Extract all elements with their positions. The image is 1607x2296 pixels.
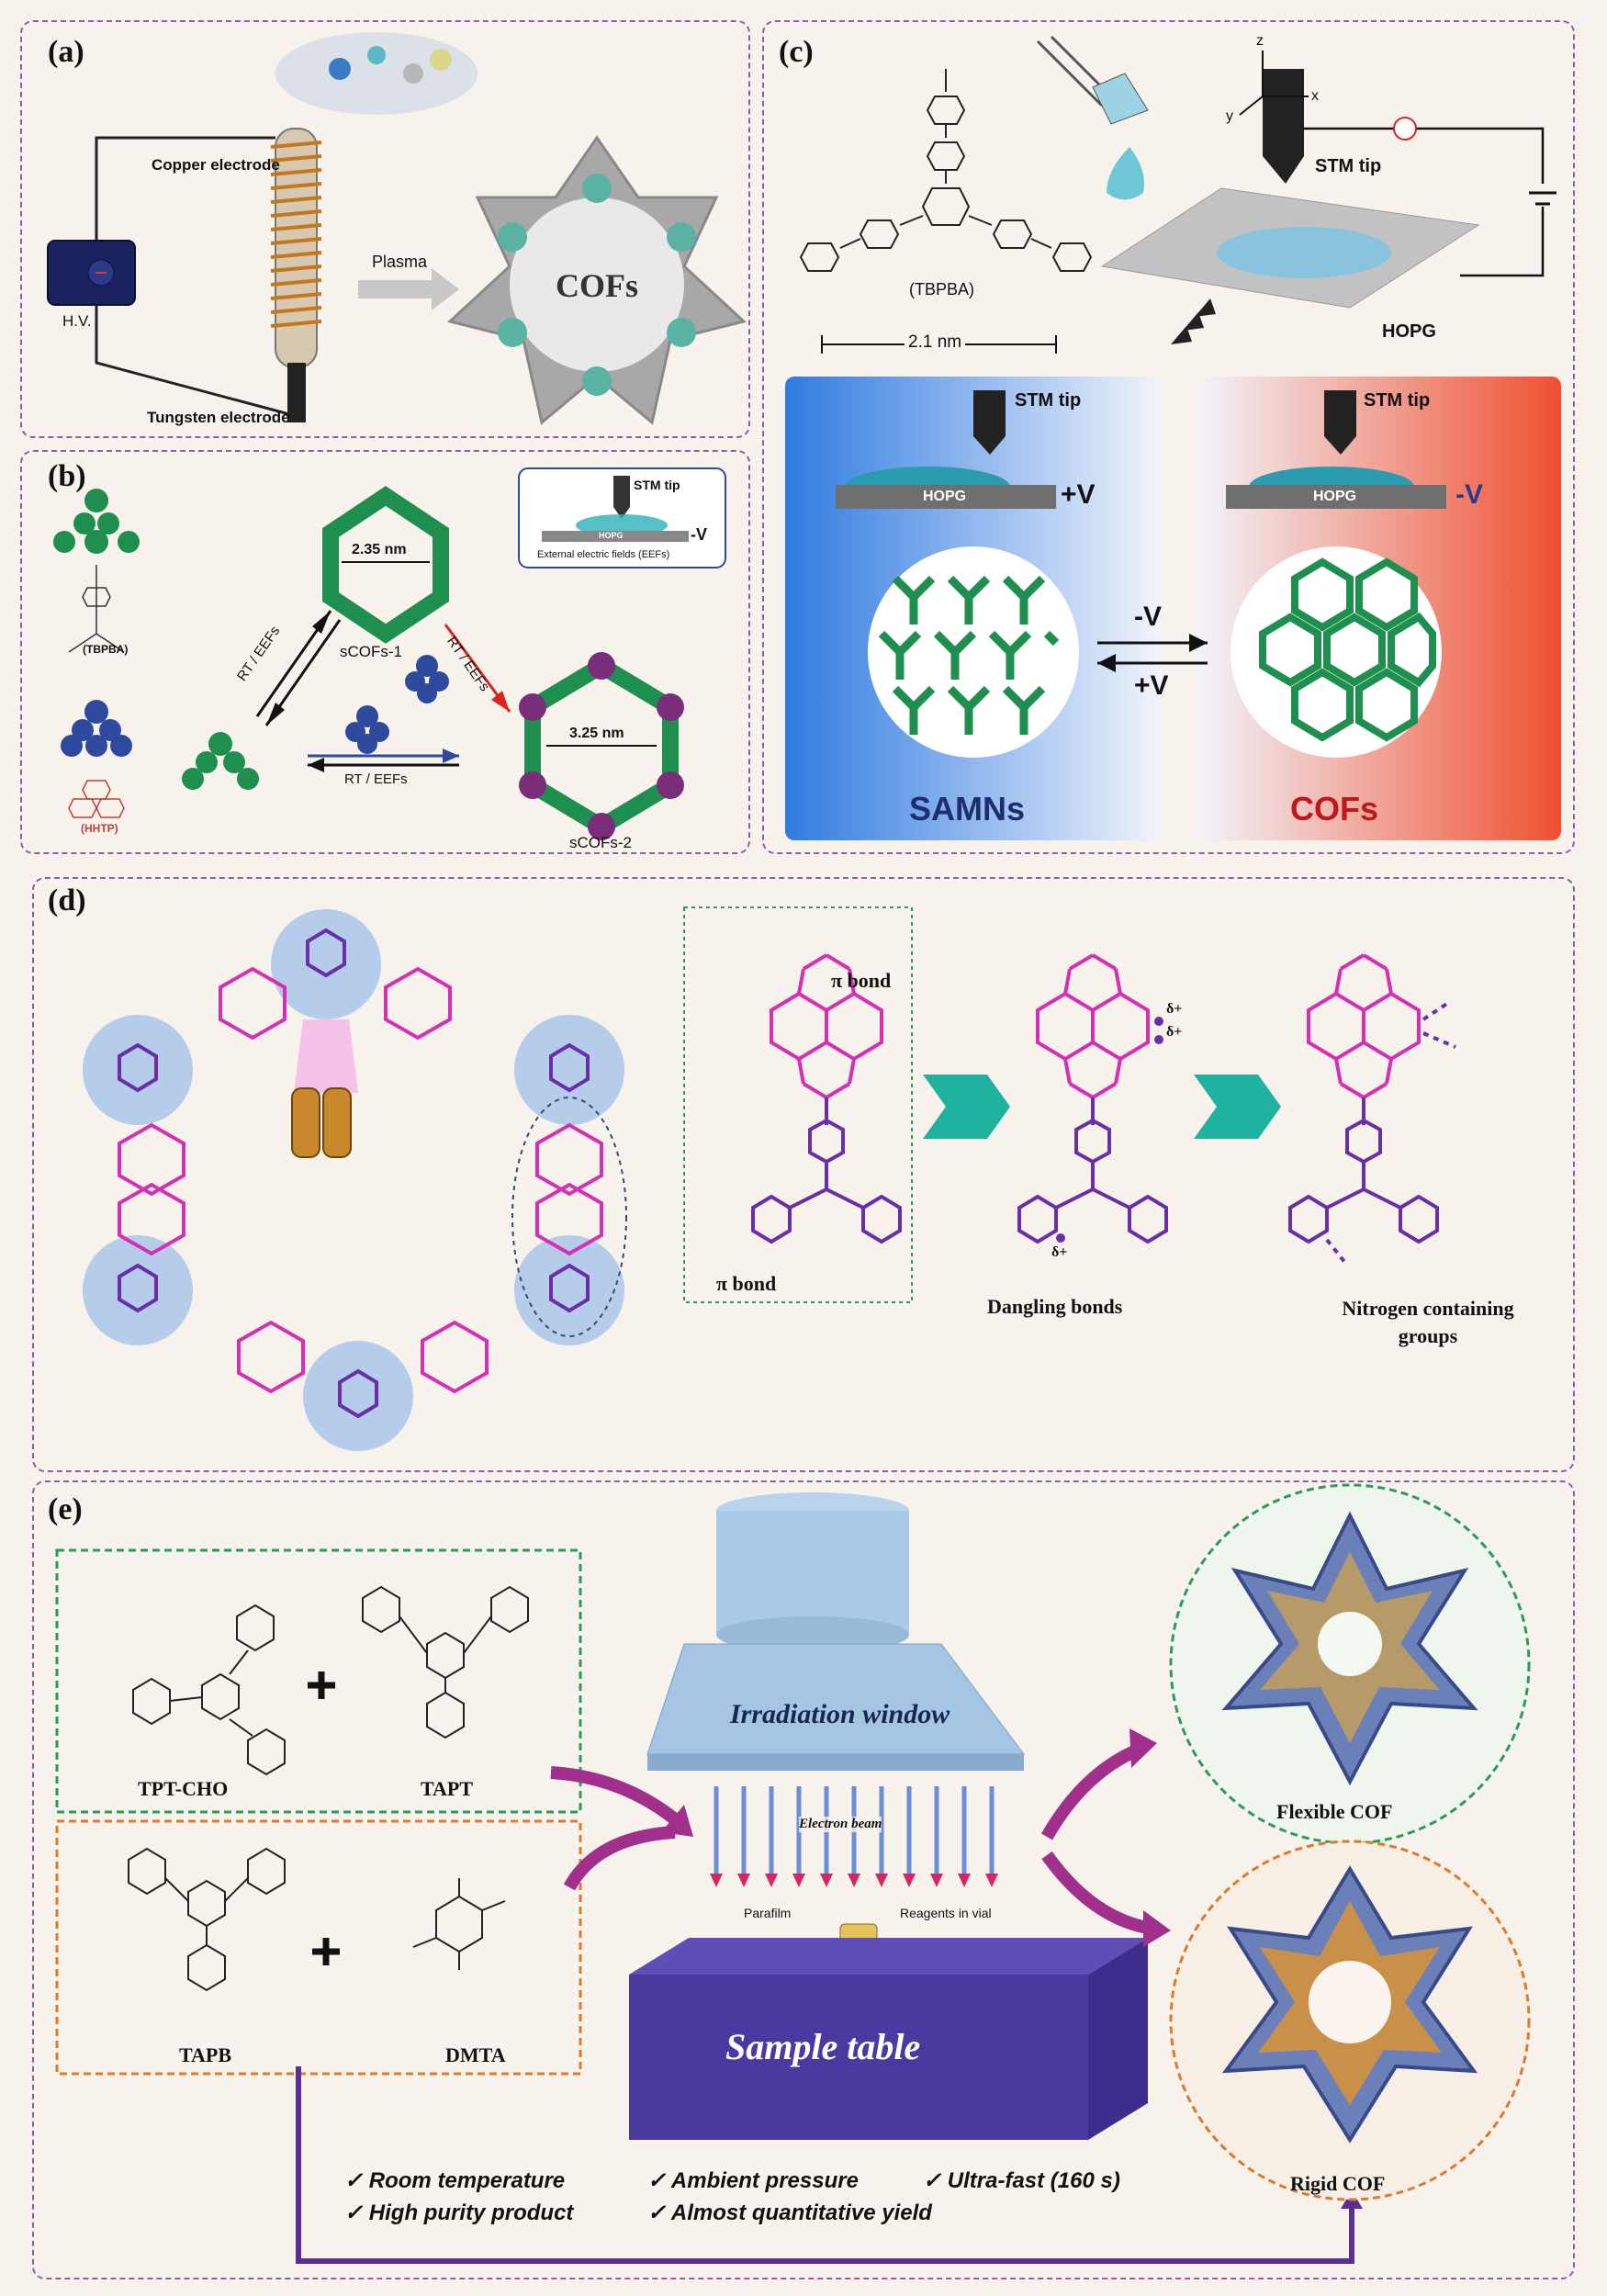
c-axis-z: z [1256, 33, 1264, 49]
c-hopg-left: HOPG [923, 489, 967, 504]
panel-e [32, 1480, 1575, 2279]
feature-item: ✓ Ultra-fast (160 s) [923, 2168, 1120, 2193]
c-eq-plus-v: +V [1134, 670, 1169, 701]
check-icon: ✓ [647, 2168, 671, 2193]
panel-d-label: (d) [48, 884, 86, 917]
rigid-cof-label: Rigid COF [1290, 2172, 1386, 2195]
c-stm-tip-left: STM tip [1015, 390, 1082, 411]
c-stm-tip-top: STM tip [1315, 156, 1382, 176]
c-axis-x: x [1311, 88, 1319, 104]
c-cofs-label: COFs [1290, 790, 1379, 827]
sample-table-label: Sample table [725, 2026, 921, 2067]
flexible-cof-label: Flexible COF [1276, 1800, 1393, 1823]
check-icon: ✓ [344, 2168, 369, 2193]
b-hhtp-label: (HHTP) [81, 822, 118, 835]
copper-electrode-label: Copper electrode [152, 156, 280, 174]
b-dist1-label: 2.35 nm [352, 542, 407, 557]
tpt-cho-label: TPT-CHO [138, 1777, 229, 1800]
hv-label: H.V. [62, 312, 92, 330]
dmta-label: DMTA [445, 2043, 506, 2066]
panel-a [20, 20, 750, 438]
c-hopg-right: HOPG [1313, 489, 1357, 504]
b-scofs1-label: sCOFs-1 [340, 643, 402, 660]
electron-beam-label: Electron beam [799, 1817, 882, 1832]
panel-d [32, 877, 1575, 1472]
d-nitrogen-label: Nitrogen containing groups [1342, 1297, 1514, 1347]
tungsten-electrode-label: Tungsten electrode [147, 409, 290, 426]
tapb-label: TAPB [179, 2043, 232, 2066]
panel-c-label: (c) [779, 35, 814, 69]
c-axis-y: y [1226, 108, 1233, 124]
d-delta-2: δ+ [1166, 1024, 1183, 1040]
c-stm-tip-right: STM tip [1364, 390, 1431, 411]
feature-item: ✓ Room temperature [344, 2168, 566, 2193]
b-dist2-label: 3.25 nm [569, 726, 624, 741]
cofs-label: COFs [556, 267, 638, 304]
c-tbpba-label: (TBPBA) [909, 280, 975, 298]
b-tbpba-label: (TBPBA) [83, 643, 129, 656]
b-scofs2-label: sCOFs-2 [569, 834, 632, 851]
tapt-label: TAPT [421, 1777, 474, 1800]
check-icon: ✓ [647, 2200, 671, 2225]
c-width-label: 2.1 nm [905, 332, 966, 353]
panel-b-label: (b) [48, 459, 86, 493]
b-stm-tip-label: STM tip [634, 478, 680, 492]
panel-c [762, 20, 1575, 854]
feature-item: ✓ High purity product [344, 2200, 574, 2225]
d-pi-bond-bottom: π bond [716, 1272, 777, 1295]
d-delta-1: δ+ [1166, 1001, 1183, 1017]
b-minus-v-label: -V [691, 525, 707, 544]
d-pi-bond-top: π bond [831, 969, 892, 992]
c-eq-minus-v: -V [1134, 602, 1162, 632]
c-hopg-top: HOPG [1382, 321, 1436, 342]
c-plus-v-label: +V [1061, 479, 1096, 510]
panel-a-label: (a) [48, 35, 84, 69]
feature-item: ✓ Almost quantitative yield [647, 2200, 932, 2225]
reagents-label: Reagents in vial [900, 1906, 992, 1920]
b-eef-label: External electric fields (EEFs) [537, 549, 670, 560]
feature-item: ✓ Ambient pressure [647, 2168, 859, 2193]
plasma-label: Plasma [372, 253, 428, 271]
panel-e-label: (e) [48, 1492, 83, 1526]
irradiation-label: Irradiation window [730, 1699, 950, 1729]
d-delta-3: δ+ [1051, 1244, 1068, 1260]
panel-b [20, 450, 750, 854]
c-minus-v-label: -V [1455, 479, 1483, 510]
b-rt-eefs-2: RT / EEFs [344, 771, 408, 787]
c-samns-label: SAMNs [909, 790, 1026, 827]
d-dangling-label: Dangling bonds [987, 1295, 1123, 1318]
b-hopg-label: HOPG [599, 531, 624, 540]
check-icon: ✓ [923, 2168, 948, 2193]
parafilm-label: Parafilm [744, 1906, 792, 1920]
check-icon: ✓ [344, 2200, 369, 2225]
